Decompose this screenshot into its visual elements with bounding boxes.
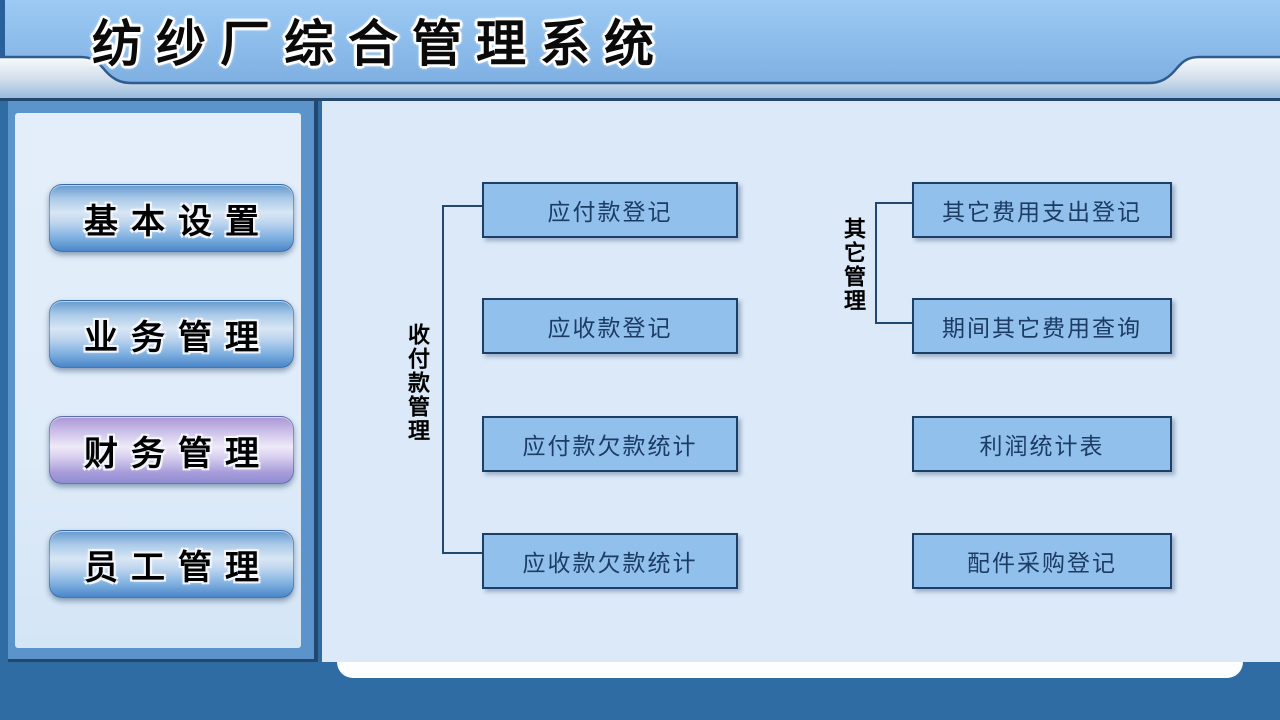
sidebar-item-finance-management[interactable]: 财务管理 — [49, 416, 294, 484]
sidebar: 基本设置 业务管理 财务管理 员工管理 — [8, 101, 318, 662]
bottom-highlight-strip — [337, 662, 1243, 678]
sidebar-item-business-management[interactable]: 业务管理 — [49, 300, 294, 368]
btn-payable-register[interactable]: 应付款登记 — [482, 182, 738, 238]
payments-group-label: 收付款管理 — [404, 323, 429, 443]
btn-payable-arrears-stats[interactable]: 应付款欠款统计 — [482, 416, 738, 472]
sidebar-item-basic-settings[interactable]: 基本设置 — [49, 184, 294, 252]
other-group-bracket — [875, 202, 912, 324]
sidebar-item-employee-management[interactable]: 员工管理 — [49, 530, 294, 598]
btn-parts-purchase-register[interactable]: 配件采购登记 — [912, 533, 1172, 589]
main-panel: 收付款管理 应付款登记 应收款登记 应付款欠款统计 应收款欠款统计 其它管理 其… — [322, 101, 1280, 662]
app-title: 纺纱厂综合管理系统 — [92, 15, 668, 73]
sidebar-panel: 基本设置 业务管理 财务管理 员工管理 — [15, 113, 301, 648]
app-header: 纺纱厂综合管理系统 — [0, 0, 1280, 101]
btn-other-expense-register[interactable]: 其它费用支出登记 — [912, 182, 1172, 238]
header-tab-shape — [0, 0, 1280, 101]
btn-profit-report[interactable]: 利润统计表 — [912, 416, 1172, 472]
btn-receivable-register[interactable]: 应收款登记 — [482, 298, 738, 354]
btn-other-expense-query[interactable]: 期间其它费用查询 — [912, 298, 1172, 354]
bottom-bar — [0, 662, 1280, 720]
other-group-label: 其它管理 — [840, 217, 865, 313]
btn-receivable-arrears-stats[interactable]: 应收款欠款统计 — [482, 533, 738, 589]
payments-group-bracket — [442, 205, 482, 554]
